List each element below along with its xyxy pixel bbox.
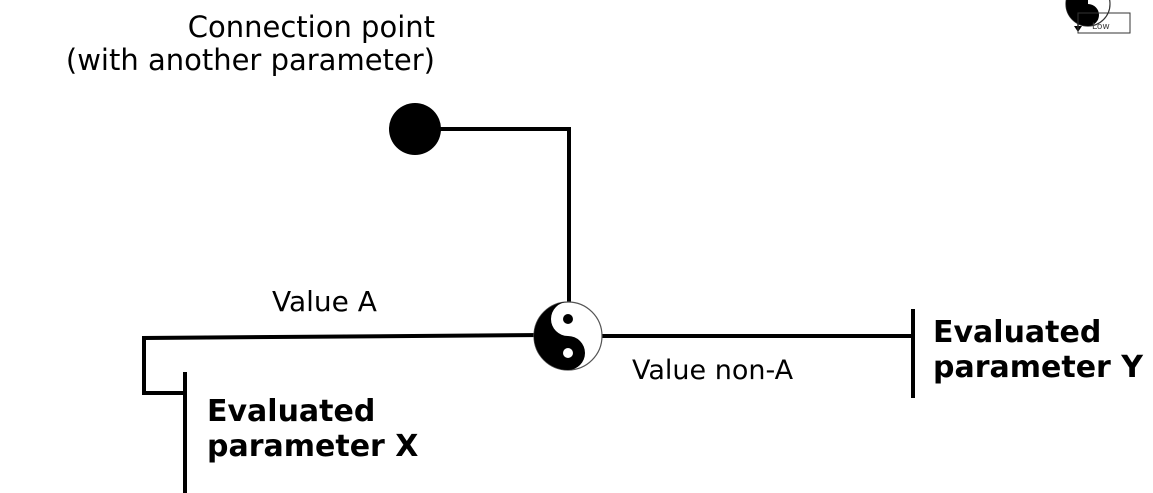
connection-point-label-line1: Connection point (187, 10, 435, 44)
legend-thumbnail: Low (1065, 0, 1131, 34)
value-non-a-label: Value non-A (632, 355, 794, 386)
evaluated-x-line1: Evaluated (207, 394, 376, 429)
legend-thumbnail-label: Low (1092, 22, 1110, 32)
connection-point-label-line2: (with another parameter) (65, 43, 435, 78)
branch-line-value-a (142, 333, 545, 395)
evaluated-y-line2: parameter Y (933, 349, 1144, 385)
evaluated-parameter-x-label: Evaluated parameter X (207, 394, 419, 464)
yin-yang-symbol[interactable] (533, 301, 603, 371)
evaluated-x-line2: parameter X (207, 428, 419, 464)
value-a-label: Value A (272, 285, 377, 318)
connection-line (440, 127, 571, 306)
connection-point-label: Connection point (with another parameter… (5, 10, 435, 78)
evaluated-y-line1: Evaluated (933, 315, 1102, 350)
connection-point-node[interactable] (389, 103, 441, 155)
evaluated-parameter-y-label: Evaluated parameter Y (933, 315, 1144, 385)
